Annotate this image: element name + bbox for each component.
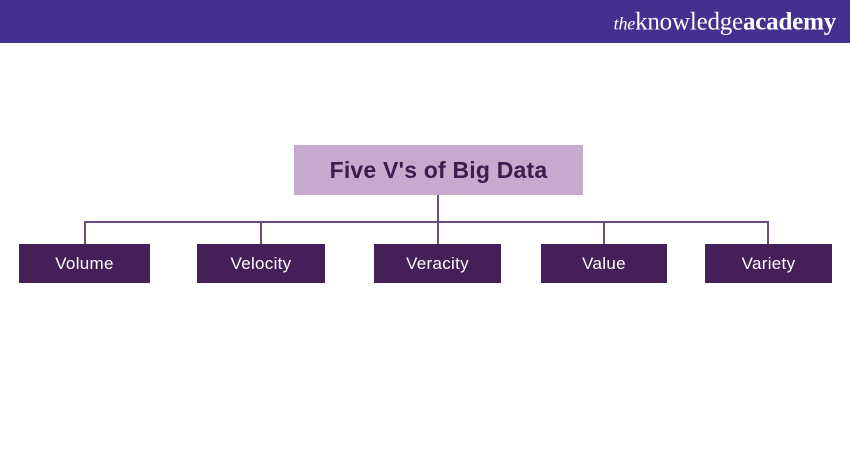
diagram-leaf-label: Veracity	[406, 253, 469, 273]
diagram-leaf-node-value: Value	[541, 244, 667, 283]
diagram-root-label: Five V's of Big Data	[329, 156, 548, 183]
brand-logo-the: the	[613, 13, 636, 33]
brand-logo: theknowledgeacademy	[613, 8, 837, 35]
connector-drop-velocity	[260, 222, 262, 244]
connector-drop-variety	[767, 222, 769, 244]
diagram-leaf-label: Volume	[55, 253, 114, 273]
diagram-leaf-label: Value	[582, 253, 626, 273]
connector-drop-value	[603, 222, 605, 244]
brand-logo-knowledge: knowledge	[635, 8, 743, 35]
diagram-root-node: Five V's of Big Data	[294, 145, 583, 195]
connector-stem-vertical	[437, 195, 439, 222]
connector-drop-veracity	[437, 222, 439, 244]
diagram-leaf-node-volume: Volume	[19, 244, 150, 283]
brand-logo-academy: academy	[742, 8, 836, 35]
diagram-leaf-node-variety: Variety	[705, 244, 832, 283]
connector-drop-volume	[84, 222, 86, 244]
diagram-leaf-node-velocity: Velocity	[197, 244, 325, 283]
diagram-leaf-node-veracity: Veracity	[374, 244, 501, 283]
hierarchy-diagram: Five V's of Big Data Volume Velocity Ver…	[0, 43, 850, 450]
connector-horizontal-rail	[84, 221, 769, 223]
diagram-leaf-label: Velocity	[230, 253, 292, 273]
header-bar: theknowledgeacademy	[0, 0, 850, 43]
diagram-leaf-label: Variety	[741, 253, 796, 273]
